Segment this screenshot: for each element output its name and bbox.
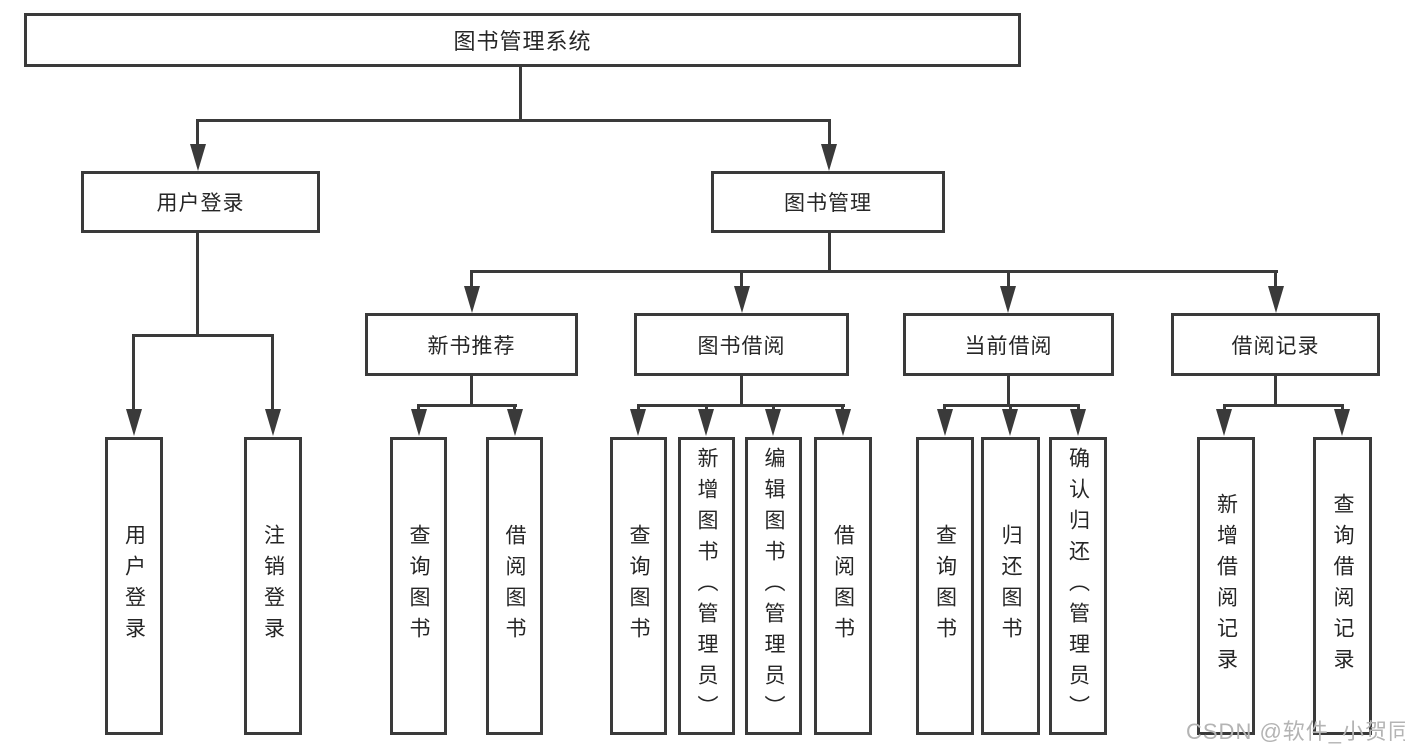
node-leaf-edit-books-admin: 编辑图书（管理员）	[745, 437, 802, 735]
connector-line	[417, 404, 517, 407]
arrow-head-icon	[1000, 286, 1016, 313]
arrow-head-icon	[1070, 409, 1086, 436]
node-borrowing-records: 借阅记录	[1171, 313, 1380, 376]
connector-line	[470, 270, 473, 288]
arrow-head-icon	[937, 409, 953, 436]
connector-line	[513, 404, 516, 412]
arrow-head-icon	[835, 409, 851, 436]
node-label: 用户登录	[122, 524, 146, 648]
arrow-head-icon	[821, 144, 837, 171]
connector-line	[1007, 270, 1010, 288]
arrow-head-icon	[190, 144, 206, 171]
connector-line	[196, 233, 199, 336]
arrow-head-icon	[765, 409, 781, 436]
node-label: 图书管理	[784, 192, 872, 215]
node-book-borrowing: 图书借阅	[634, 313, 849, 376]
connector-line	[470, 376, 473, 406]
node-label: 新增图书（管理员）	[695, 446, 718, 726]
node-label: 查询图书	[407, 524, 430, 648]
node-label: 查询图书	[627, 524, 650, 648]
connector-line	[1223, 404, 1226, 412]
node-label: 编辑图书（管理员）	[762, 446, 785, 726]
arrow-head-icon	[265, 409, 281, 436]
connector-line	[1274, 376, 1277, 406]
node-leaf-confirm-return-admin: 确认归还（管理员）	[1049, 437, 1107, 735]
node-user-login: 用户登录	[81, 171, 320, 233]
arrow-head-icon	[1216, 409, 1232, 436]
node-label: 新增借阅记录	[1214, 493, 1238, 679]
connector-line	[470, 270, 1278, 273]
connector-line	[943, 404, 946, 412]
node-label: 当前借阅	[964, 334, 1053, 358]
node-leaf-return-books: 归还图书	[981, 437, 1040, 735]
node-leaf-logout: 注销登录	[244, 437, 302, 735]
node-label: 图书借阅	[697, 334, 786, 358]
arrow-head-icon	[1002, 409, 1018, 436]
node-current-borrowing: 当前借阅	[903, 313, 1114, 376]
arrow-head-icon	[464, 286, 480, 313]
node-leaf-add-books-admin: 新增图书（管理员）	[678, 437, 735, 735]
node-label: 查询图书	[933, 524, 957, 648]
arrow-head-icon	[734, 286, 750, 313]
node-label: 用户登录	[156, 192, 245, 215]
node-leaf-user-login: 用户登录	[105, 437, 163, 735]
connector-line	[196, 119, 831, 122]
node-label: 借阅图书	[831, 524, 855, 648]
node-label: 借阅记录	[1231, 334, 1320, 358]
node-label: 确认归还（管理员）	[1066, 446, 1090, 726]
node-leaf-query-books: 查询图书	[390, 437, 447, 735]
connector-line	[705, 404, 708, 412]
connector-line	[271, 334, 274, 411]
arrow-head-icon	[507, 409, 523, 436]
node-book-management: 图书管理	[711, 171, 945, 233]
node-label: 查询借阅记录	[1331, 493, 1354, 679]
arrow-head-icon	[1268, 286, 1284, 313]
connector-line	[772, 404, 775, 412]
connector-line	[417, 404, 420, 412]
arrow-head-icon	[698, 409, 714, 436]
node-label: 注销登录	[261, 524, 285, 648]
arrow-head-icon	[126, 409, 142, 436]
connector-line	[196, 119, 199, 147]
connector-line	[637, 404, 845, 407]
connector-line	[1007, 376, 1010, 406]
arrow-head-icon	[630, 409, 646, 436]
arrow-head-icon	[1334, 409, 1350, 436]
connector-line	[1341, 404, 1344, 412]
arrow-head-icon	[411, 409, 427, 436]
connector-line	[1223, 404, 1344, 407]
connector-line	[132, 334, 135, 411]
connector-line	[841, 404, 844, 412]
connector-line	[1274, 270, 1277, 288]
node-new-book-recommendation: 新书推荐	[365, 313, 578, 376]
node-leaf-add-borrow-record: 新增借阅记录	[1197, 437, 1255, 735]
connector-line	[828, 233, 831, 272]
connector-line	[740, 270, 743, 288]
connector-line	[740, 376, 743, 406]
node-leaf-query-books: 查询图书	[916, 437, 974, 735]
node-label: 归还图书	[999, 524, 1022, 648]
node-root: 图书管理系统	[24, 13, 1021, 67]
node-label: 借阅图书	[503, 524, 526, 648]
connector-line	[637, 404, 640, 412]
connector-line	[1077, 404, 1080, 412]
watermark: CSDN @软件_小贺同学	[1186, 719, 1405, 744]
node-leaf-borrow-books: 借阅图书	[486, 437, 543, 735]
connector-line	[132, 334, 274, 337]
node-label: 新书推荐	[427, 334, 516, 358]
connector-line	[519, 67, 522, 121]
node-label: 图书管理系统	[453, 29, 592, 54]
node-leaf-query-borrow-record: 查询借阅记录	[1313, 437, 1372, 735]
connector-line	[1009, 404, 1012, 412]
node-leaf-query-books: 查询图书	[610, 437, 667, 735]
connector-line	[828, 119, 831, 147]
node-leaf-borrow-books: 借阅图书	[814, 437, 872, 735]
